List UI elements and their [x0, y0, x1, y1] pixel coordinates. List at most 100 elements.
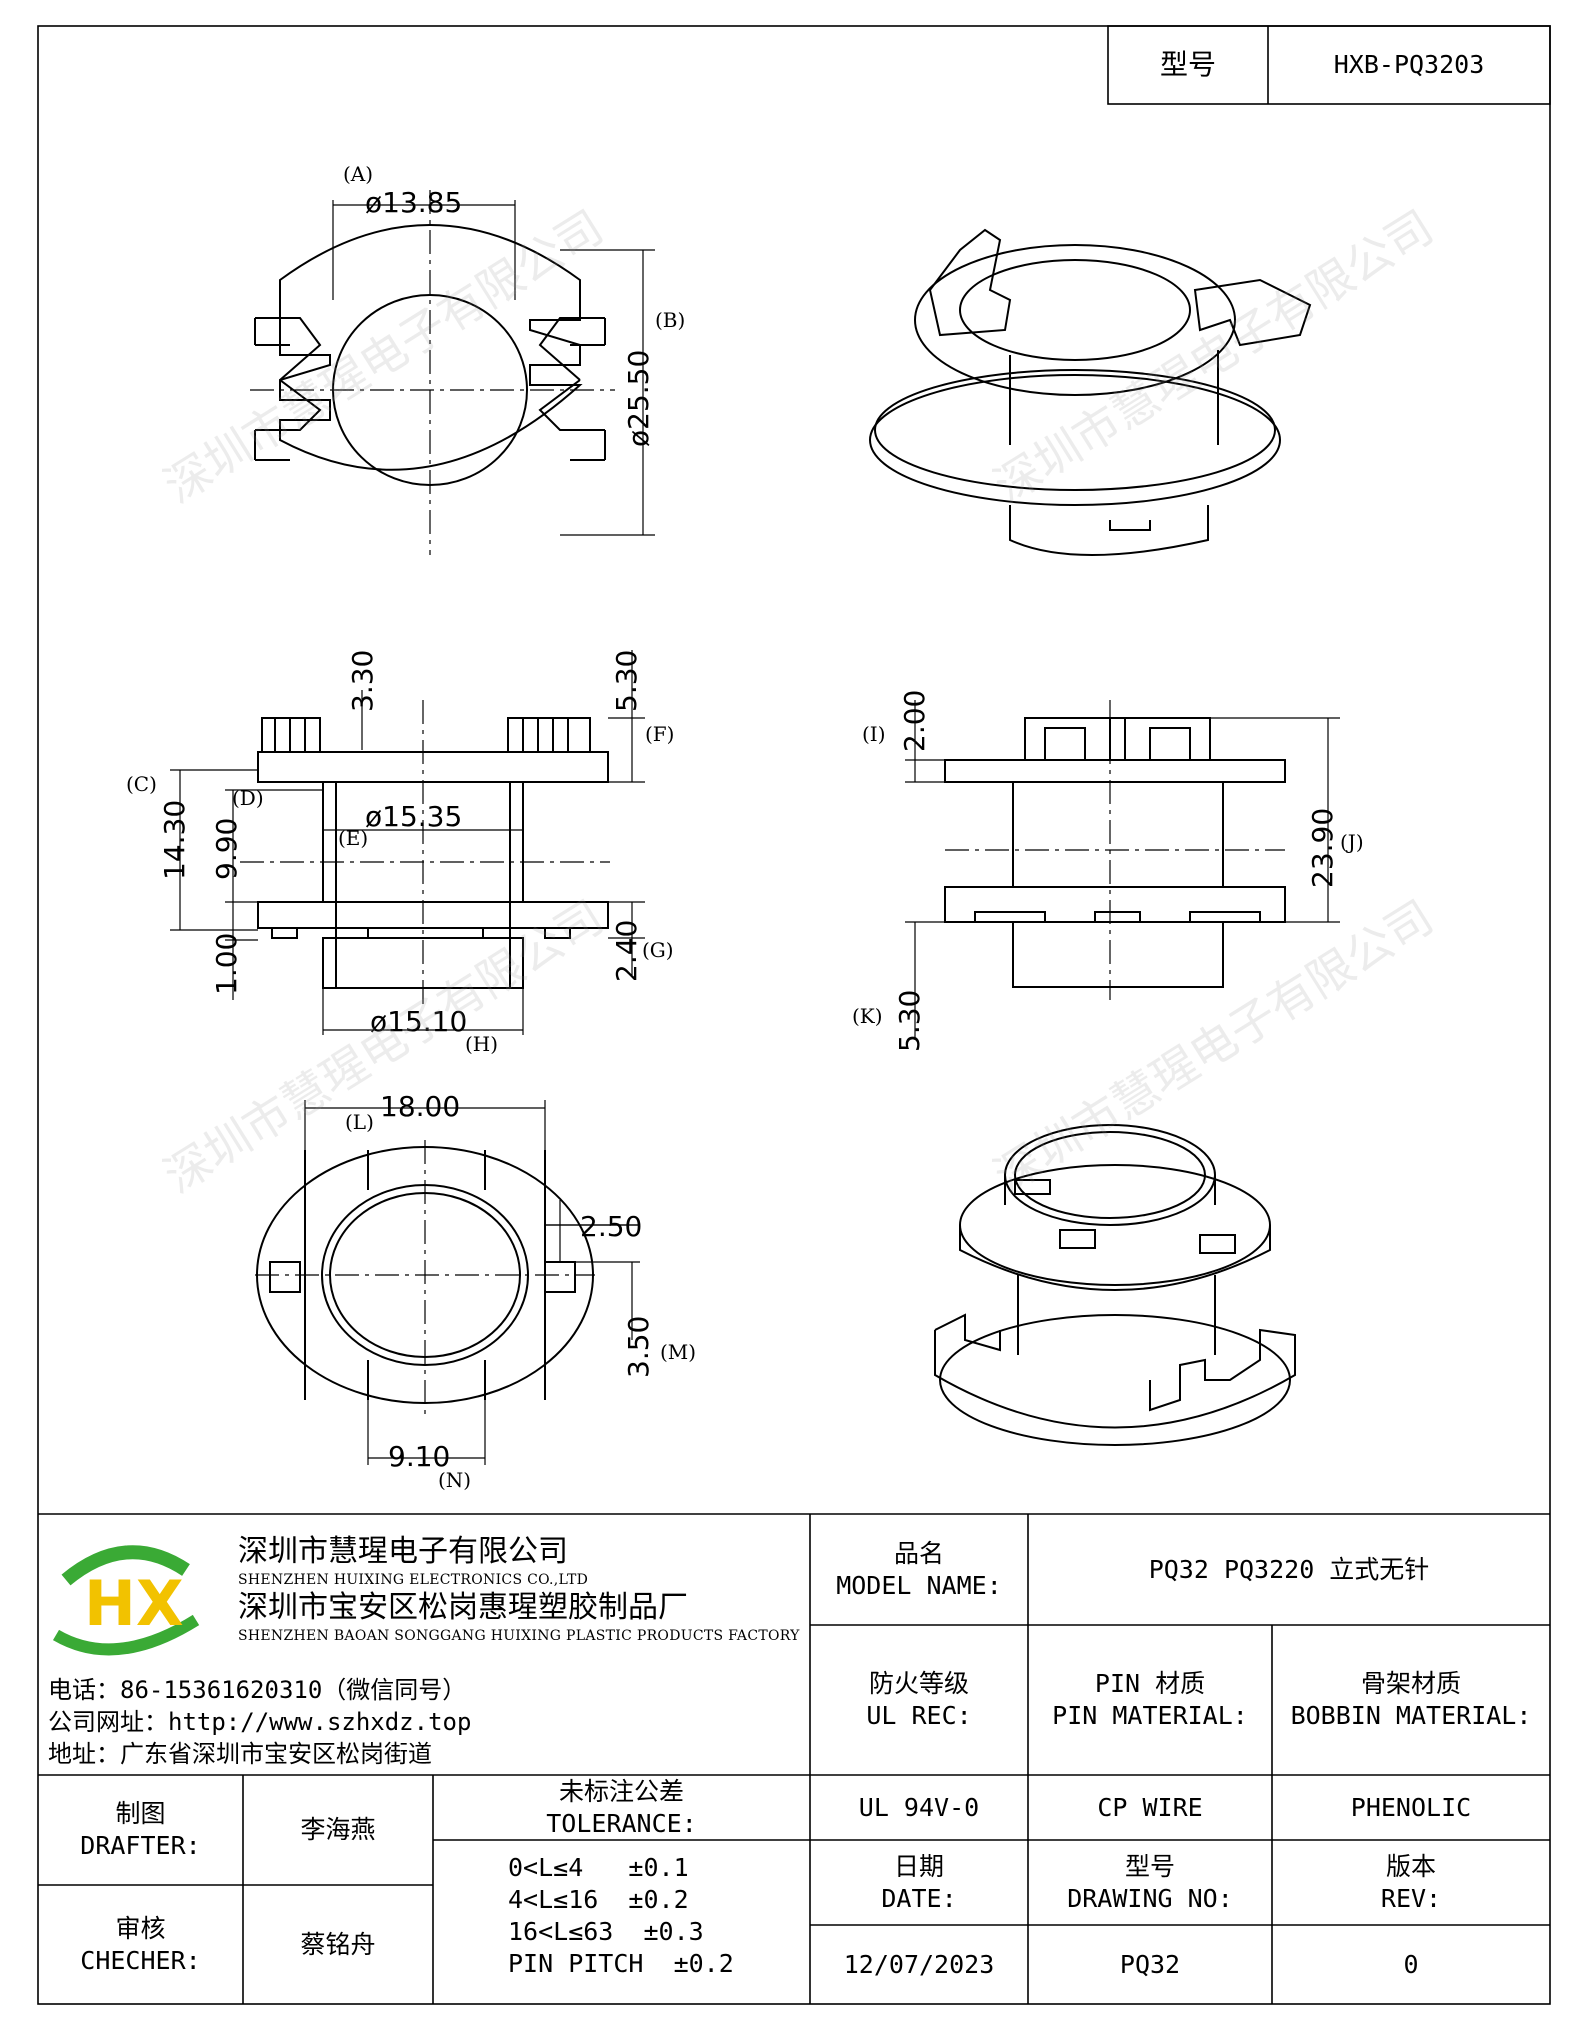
dim-H-letter: (H): [465, 1032, 499, 1056]
dim-M-value: 3.50: [622, 1315, 655, 1378]
rev-label: 版本 REV:: [1272, 1840, 1550, 1925]
dim-B-value: ø25.50: [622, 349, 655, 447]
dim-M2-value: 2.50: [580, 1210, 643, 1243]
tolerance-en: TOLERANCE:: [546, 1808, 697, 1838]
dim-F2-value: 3.30: [346, 649, 379, 712]
date-value: 12/07/2023: [843, 1949, 995, 1979]
dim-D-letter: (D): [232, 786, 264, 810]
phone-text: 电话：86-15361620310（微信同号）: [48, 1676, 467, 1704]
checker-label: 审核 CHECHER:: [38, 1885, 243, 2004]
pin-en: PIN MATERIAL:: [1052, 1701, 1248, 1730]
header-model-value: HXB-PQ3203: [1333, 50, 1485, 79]
ul-value: UL 94V-0: [858, 1792, 980, 1822]
dim-F-value: 5.30: [610, 649, 643, 712]
drafter-cn: 制图: [115, 1799, 166, 1828]
date-label: 日期 DATE:: [810, 1840, 1028, 1925]
bobbin-value: PHENOLIC: [1350, 1792, 1472, 1822]
front-view: [257, 717, 609, 989]
dim-N-letter: (N): [438, 1468, 472, 1492]
checker-en: CHECHER:: [80, 1945, 201, 1975]
model-name-label: 品名 MODEL NAME:: [810, 1514, 1028, 1625]
tolerance-label: 未标注公差 TOLERANCE:: [433, 1775, 810, 1840]
company-info: 深圳市慧瑆电子有限公司 SHENZHEN HUIXING ELECTRONICS…: [238, 1534, 800, 1646]
tol-row-3: 16<L≤63 ±0.3: [508, 1917, 704, 1946]
dim-K-letter: (K): [852, 1004, 883, 1028]
dim-N-value: 9.10: [388, 1440, 451, 1473]
dim-E-letter: (E): [338, 826, 369, 850]
rev-cn: 版本: [1385, 1851, 1436, 1881]
pin-label: PIN 材质 PIN MATERIAL:: [1028, 1625, 1272, 1775]
dim-L-letter: (L): [345, 1110, 374, 1134]
contact-info: 电话：86-15361620310（微信同号） 公司网址：http://www.…: [48, 1674, 471, 1770]
website-link[interactable]: 公司网址：http://www.szhxdz.top: [48, 1708, 472, 1736]
dim-J-value: 23.90: [1306, 807, 1339, 888]
tol-row-1: 0<L≤4 ±0.1: [508, 1853, 689, 1882]
drafter-label: 制图 DRAFTER:: [38, 1775, 243, 1885]
address-text: 地址：广东省深圳市宝安区松岗街道: [48, 1740, 432, 1768]
tol-row-4: PIN PITCH ±0.2: [508, 1949, 734, 1978]
drawing-no-value: PQ32: [1119, 1949, 1181, 1979]
dim-B-letter: (B): [655, 308, 686, 332]
ul-label: 防火等级 UL REC:: [810, 1625, 1028, 1775]
dim-A-value: ø13.85: [365, 186, 463, 219]
model-name-value: PQ32 PQ3220 立式无针: [1148, 1554, 1430, 1584]
pin-cn: PIN 材质: [1094, 1669, 1206, 1698]
drafter-name: 李海燕: [300, 1815, 376, 1844]
date-cn: 日期: [893, 1851, 944, 1881]
dim-I-value: 2.00: [898, 689, 931, 752]
drawing-no-en: DRAWING NO:: [1067, 1883, 1233, 1913]
title-grid: [38, 1513, 1550, 2004]
outer-frame: [37, 25, 1551, 2005]
dim-H-value: ø15.10: [370, 1005, 468, 1038]
dim-one-value: 1.00: [210, 932, 243, 995]
side-view: [944, 717, 1286, 988]
rev-value: 0: [1403, 1949, 1419, 1979]
dim-K-value: 5.30: [893, 989, 926, 1052]
ul-cn: 防火等级: [868, 1669, 969, 1698]
rev-en: REV:: [1380, 1883, 1442, 1913]
header-model: 型号 HXB-PQ3203: [1108, 26, 1550, 104]
iso-view-bottom: [934, 1124, 1296, 1446]
dim-D-value: 9.90: [210, 817, 243, 880]
bobbin-label: 骨架材质 BOBBIN MATERIAL:: [1272, 1625, 1550, 1775]
title-block: HX 深圳市慧瑆电子有限公司 SHENZHEN HUIXING ELECTRON…: [38, 1514, 1550, 2004]
bobbin-en: BOBBIN MATERIAL:: [1290, 1701, 1532, 1730]
date-en: DATE:: [881, 1883, 957, 1913]
tolerance-cn: 未标注公差: [558, 1776, 684, 1806]
drawing-no-cn: 型号: [1124, 1851, 1175, 1881]
company-logo: HX: [46, 1540, 228, 1660]
company-name-cn: 深圳市慧瑆电子有限公司: [238, 1534, 568, 1569]
company-name-en: SHENZHEN HUIXING ELECTRONICS CO.,LTD: [238, 1572, 589, 1588]
factory-name-cn: 深圳市宝安区松岗惠瑆塑胶制品厂: [238, 1590, 688, 1625]
header-box: [1107, 25, 1551, 105]
iso-view-top: [869, 228, 1312, 556]
drafter-en: DRAFTER:: [80, 1831, 201, 1860]
dim-A-letter: (A): [343, 162, 374, 186]
factory-name-en: SHENZHEN BAOAN SONGGANG HUIXING PLASTIC …: [238, 1628, 800, 1644]
tol-row-2: 4<L≤16 ±0.2: [508, 1885, 689, 1914]
header-model-label: 型号: [1159, 48, 1216, 81]
dim-C-letter: (C): [126, 772, 157, 796]
logo-text: HX: [84, 1567, 184, 1640]
checker-cn: 审核: [115, 1913, 166, 1943]
dim-G-value: 2.40: [610, 919, 643, 982]
ul-en: UL REC:: [866, 1701, 972, 1730]
dim-L-value: 18.00: [380, 1090, 461, 1123]
top-view: [254, 224, 606, 486]
pin-value: CP WIRE: [1097, 1792, 1203, 1822]
dim-C-value: 14.30: [158, 799, 191, 880]
dim-E-value: ø15.35: [365, 800, 463, 833]
dim-I-letter: (I): [862, 722, 886, 746]
dim-G-letter: (G): [642, 938, 674, 962]
dim-F-letter: (F): [645, 722, 675, 746]
checker-name: 蔡铭舟: [300, 1929, 376, 1959]
model-name-en: MODEL NAME:: [836, 1570, 1002, 1600]
bobbin-cn: 骨架材质: [1360, 1669, 1461, 1698]
model-name-cn: 品名: [893, 1538, 944, 1568]
dim-M-letter: (M): [660, 1340, 697, 1364]
dim-J-letter: (J): [1340, 830, 1364, 854]
drawing-no-label: 型号 DRAWING NO:: [1028, 1840, 1272, 1925]
